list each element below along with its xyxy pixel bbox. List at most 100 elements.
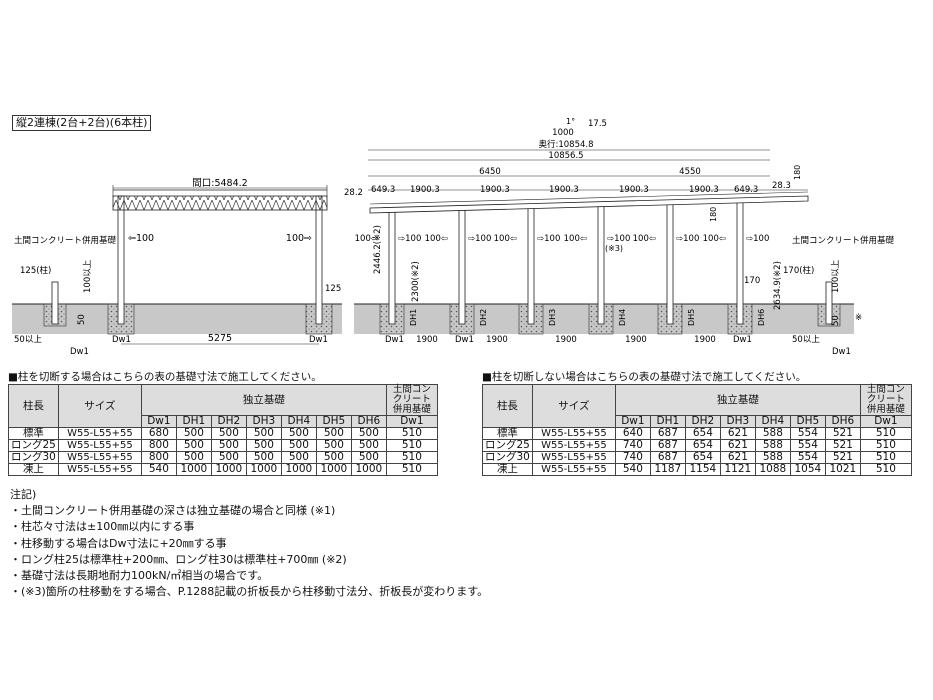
dim-125-left: 125 — [325, 284, 341, 294]
column-header: DH2 — [684, 415, 721, 428]
table-cell: 510 — [859, 427, 912, 440]
dh-label: DH6 — [757, 309, 766, 326]
span-19003-d: 1900.3 — [619, 185, 649, 195]
table-cell: 1000 — [280, 463, 317, 476]
height-24462: 2446.2(※2) — [373, 225, 383, 274]
post-side — [527, 205, 535, 325]
span-1900: 1900 — [625, 335, 647, 345]
post-side — [666, 201, 674, 325]
table-cell: 500 — [245, 451, 282, 464]
table-cell: 621 — [719, 451, 756, 464]
table-cell: 540 — [614, 463, 651, 476]
column-header: Dw1 — [385, 415, 438, 428]
move-100-right: ⇨100 — [537, 234, 560, 244]
table-cell: 500 — [210, 439, 247, 452]
table-cell: 500 — [350, 451, 387, 464]
table-cell: 554 — [789, 451, 826, 464]
table-cell: 500 — [245, 427, 282, 440]
move-100-left: 100⇦ — [703, 234, 726, 244]
post-type: 標準 — [8, 427, 59, 440]
height-26349: 2634.9(※2) — [773, 261, 783, 310]
column-header: Dw1 — [859, 415, 912, 428]
move-100-left: 100⇦ — [494, 234, 517, 244]
span-19003-a: 1900.3 — [410, 185, 440, 195]
dh-label: DH3 — [548, 309, 557, 326]
ground-left — [12, 304, 342, 334]
table-cell: 500 — [175, 439, 212, 452]
post-type: 凍上 — [8, 463, 59, 476]
post-left-a — [117, 195, 125, 325]
dh-label: DH2 — [479, 309, 488, 326]
post-span-width: 5275 — [208, 333, 232, 344]
dim-180-mid: 180 — [709, 207, 718, 222]
size-value: W55-L55+55 — [57, 439, 142, 452]
column-header: DH6 — [350, 415, 387, 428]
header-independent: 独立基礎 — [614, 384, 861, 416]
dw1-detail-right: Dw1 — [832, 347, 851, 357]
column-header: DH2 — [210, 415, 247, 428]
slope-1000: 1000 — [552, 128, 574, 138]
move-arrow-left: ⇦100 — [128, 233, 154, 244]
table-cell: 500 — [315, 439, 352, 452]
move-100-right: ⇨100 — [398, 234, 421, 244]
dim-100-over-left: 100以上 — [83, 259, 93, 293]
column-header: DH1 — [649, 415, 686, 428]
post-detail-right — [825, 281, 833, 325]
table-cell: 510 — [385, 451, 438, 464]
post-type: ロング25 — [8, 439, 59, 452]
size-value: W55-L55+55 — [531, 451, 616, 464]
table-cell: 1000 — [210, 463, 247, 476]
table-cell: 740 — [614, 451, 651, 464]
move-100-right: ⇨100 — [676, 234, 699, 244]
note-item: ・基礎寸法は長期地耐力100kN/㎡相当の場合です。 — [10, 569, 269, 583]
header-size: サイズ — [57, 384, 142, 428]
overall-length: 10856.5 — [548, 151, 583, 161]
post-detail-left — [51, 281, 59, 325]
opening-width: 間口:5484.2 — [192, 178, 247, 189]
header-independent: 独立基礎 — [140, 384, 387, 416]
dim-50-left: 50 — [77, 314, 87, 325]
table-cell: 540 — [140, 463, 177, 476]
move-100-left: 100⇦ — [425, 234, 448, 244]
notes: 注記) ・土間コンクリート併用基礎の深さは独立基礎の場合と同様 (※1) ・柱芯… — [10, 487, 488, 600]
table-cell: 510 — [385, 463, 438, 476]
front-elevation: 間口:5484.2 5275 ⇦100 100⇨ 土間コンクリート併用基礎 12… — [12, 178, 342, 357]
move-100-right: ⇨100 — [746, 234, 769, 244]
table-cell: 621 — [719, 439, 756, 452]
table-cell: 500 — [350, 439, 387, 452]
table-cell: 500 — [175, 427, 212, 440]
post-side — [736, 199, 744, 325]
table-cell: 554 — [789, 439, 826, 452]
drawing-title: 縦2連棟(2台+2台)(6本柱) — [12, 115, 152, 131]
table-cell: 500 — [315, 427, 352, 440]
column-header: DH5 — [789, 415, 826, 428]
dh-label: DH1 — [409, 309, 418, 326]
table-cell: 1000 — [350, 463, 387, 476]
table-cell: 500 — [280, 427, 317, 440]
post-type: ロング30 — [482, 451, 533, 464]
dim-50-right: 50 — [831, 315, 841, 326]
table-nocut-section: ■柱を切断しない場合はこちらの表の基礎寸法で施工してください。 柱長 サイズ 独… — [482, 371, 912, 476]
table-cell: 500 — [280, 439, 317, 452]
column-header: DH5 — [315, 415, 352, 428]
table-cell: 800 — [140, 439, 177, 452]
note-item: ・柱芯々寸法は±100㎜以内にする事 — [10, 520, 195, 534]
table-cell: 1000 — [245, 463, 282, 476]
table-cell: 1000 — [315, 463, 352, 476]
table-cell: 500 — [280, 451, 317, 464]
table-cell: 1088 — [754, 463, 791, 476]
table-cell: 510 — [385, 439, 438, 452]
column-header: Dw1 — [614, 415, 651, 428]
post-size-170: 170(柱) — [783, 265, 814, 276]
dim-50-over-left: 50以上 — [14, 335, 42, 345]
column-header: DH3 — [719, 415, 756, 428]
table-cell: 510 — [859, 451, 912, 464]
overhang-282: 28.2 — [344, 188, 363, 198]
dim-100-over-right: 100以上 — [831, 259, 841, 293]
